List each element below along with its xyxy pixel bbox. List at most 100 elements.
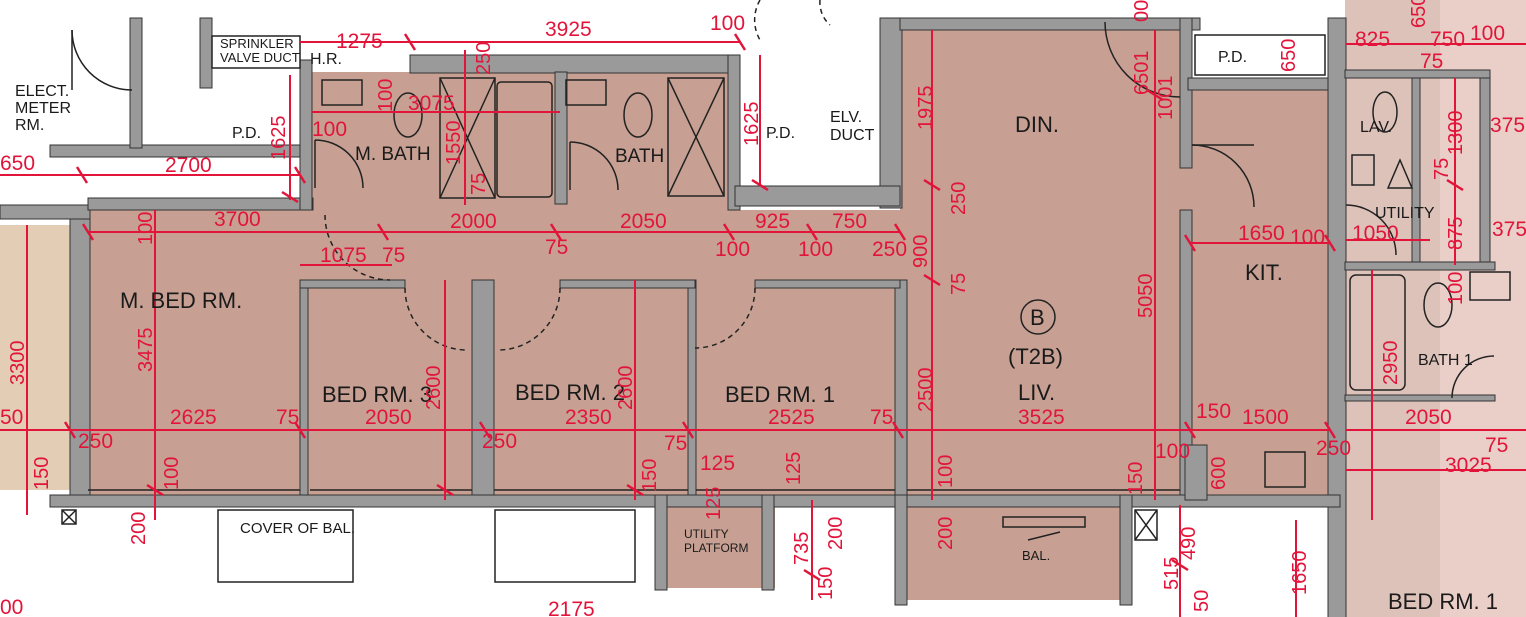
bed-rm1-right-label: BED RM. 1: [1388, 589, 1498, 614]
dim-3525: 3525: [1018, 406, 1065, 429]
dim-v-200c: 200: [935, 517, 957, 550]
dim-v-1975: 1975: [915, 86, 937, 131]
dim-1650: 1650: [1238, 222, 1285, 245]
pd-right-label: P.D.: [1218, 49, 1247, 66]
dim-375b: 375: [1492, 218, 1526, 241]
bal-label: BAL.: [1022, 548, 1050, 563]
dim-v-5050: 5050: [1135, 274, 1157, 319]
dim-00: 00: [0, 596, 23, 617]
dim-v-3475: 3475: [135, 328, 157, 373]
dim-v-100d: 100: [935, 455, 957, 488]
dim-2350: 2350: [565, 406, 612, 429]
dim-v-250: 250: [473, 42, 495, 75]
dim-v-3300: 3300: [7, 341, 29, 386]
bed2-label: BED RM. 2: [515, 380, 625, 405]
walls: [0, 17, 1496, 617]
m-bed-label: M. BED RM.: [120, 288, 242, 313]
dim-250b: 250: [78, 430, 113, 453]
dim-v-150a: 150: [31, 457, 53, 490]
dim-v-600: 600: [1208, 457, 1230, 490]
bath1-label: BATH 1: [1418, 352, 1473, 369]
dim-v-75b: 75: [948, 273, 970, 295]
dim-v-75c: 75: [1431, 158, 1453, 180]
dim-250c: 250: [482, 430, 517, 453]
dim-v-1550: 1550: [443, 121, 465, 166]
flat-type-label: (T2B): [1008, 344, 1063, 369]
dim-v-2600b: 2600: [615, 366, 637, 411]
dim-375a: 375: [1490, 114, 1525, 137]
dim-75e: 75: [1485, 434, 1508, 457]
dim-100c: 100: [715, 238, 750, 261]
dim-v-1650: 1650: [1289, 551, 1311, 596]
dim-1500: 1500: [1242, 406, 1289, 429]
dim-3075: 3075: [408, 92, 455, 115]
dim-v-900: 900: [910, 235, 932, 268]
dim-v-875: 875: [1445, 217, 1467, 250]
dim-100a: 100: [710, 12, 745, 35]
dim-v-125: 125: [783, 452, 805, 485]
dim-v-100b: 100: [135, 212, 157, 245]
fixtures: [61, 34, 1511, 583]
bath-label: BATH: [615, 146, 664, 167]
dimension-lines: [0, 30, 1526, 617]
lav-label: LAV.: [1360, 119, 1392, 136]
dim-v-515: 515: [1161, 557, 1183, 590]
dim-v-490: 490: [1178, 527, 1200, 560]
dim-1275: 1275: [336, 30, 383, 53]
dim-v-00: 00: [1131, 0, 1153, 22]
dim-v-6501: 6501: [1131, 51, 1153, 96]
dim-100e: 100: [1155, 440, 1190, 463]
dim-v-150c: 150: [815, 567, 837, 600]
dim-75b: 75: [545, 236, 568, 259]
pd-left-label: P.D.: [232, 125, 261, 142]
dim-v-200a: 200: [128, 512, 150, 545]
dim-1075: 1075: [320, 244, 367, 267]
kit-label: KIT.: [1245, 260, 1283, 285]
dim-v-100a: 100: [375, 79, 397, 112]
vertical-dimensions: 250 100 1550 75 1625 1625 1975 250 6501 …: [7, 0, 1526, 612]
dim-100f: 100: [1290, 226, 1325, 249]
dim-75d: 75: [870, 406, 893, 429]
din-label: DIN.: [1015, 112, 1059, 137]
dim-750b: 750: [1430, 28, 1465, 51]
elv-duct-label: ELV.DUCT: [830, 109, 875, 144]
dim-925: 925: [755, 210, 790, 233]
cover-bal-label: COVER OF BAL.: [240, 520, 355, 537]
dim-v-1625b: 1625: [741, 102, 763, 147]
dim-v-1300: 1300: [1445, 111, 1467, 156]
dim-75g: 75: [664, 432, 687, 455]
dim-100d: 100: [798, 238, 833, 261]
dim-250d: 250: [1316, 437, 1351, 460]
dim-75f: 75: [1420, 50, 1443, 73]
dim-3925: 3925: [545, 18, 592, 41]
dim-v-125b: 125: [703, 487, 725, 520]
m-bath-label: M. BATH: [355, 144, 431, 165]
dim-3700: 3700: [214, 208, 261, 231]
bed1-label: BED RM. 1: [725, 382, 835, 407]
dim-2700: 2700: [165, 154, 212, 177]
dim-v-150b: 150: [639, 459, 661, 492]
dimension-ticks: [63, 33, 1464, 582]
dim-150a: 150: [1196, 400, 1231, 423]
dim-2050: 2050: [620, 210, 667, 233]
dim-2625: 2625: [170, 406, 217, 429]
dim-2000: 2000: [450, 210, 497, 233]
dim-v-50: 50: [1191, 590, 1213, 612]
dim-1050: 1050: [1352, 222, 1399, 245]
dim-750: 750: [832, 210, 867, 233]
dim-650: 650: [0, 152, 35, 175]
dim-100g: 100: [1470, 22, 1505, 45]
dim-v-100c: 100: [161, 457, 183, 490]
liv-label: LIV.: [1018, 380, 1055, 405]
dim-825: 825: [1355, 28, 1390, 51]
dim-v-75a: 75: [468, 173, 490, 195]
doors: [71, 0, 1495, 399]
dim-v-2950: 2950: [1380, 341, 1402, 386]
dim-2175: 2175: [548, 598, 595, 617]
hr-label: H.R.: [310, 51, 342, 68]
